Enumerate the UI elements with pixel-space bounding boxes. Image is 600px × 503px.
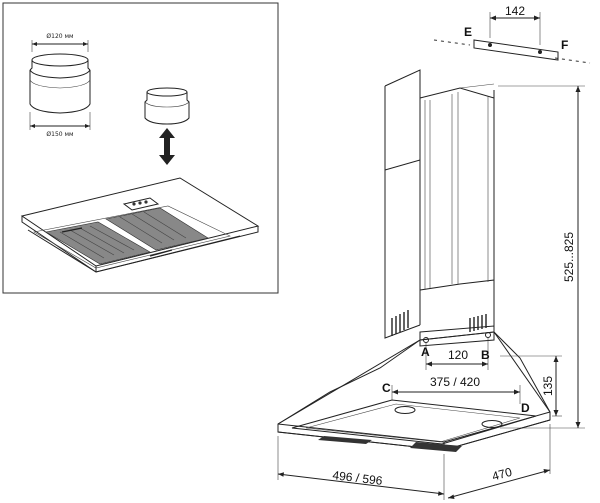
hood-height-dimension [500,355,562,417]
adapter-top-diameter-label: Ø120 мм [46,33,73,40]
point-a-label: A [421,345,430,359]
point-e-label: E [464,25,472,39]
ab-dimension [425,338,489,370]
chimney-inner [384,90,495,291]
wall-bracket [433,12,591,64]
cd-distance-label: 375 / 420 [430,375,480,389]
hood-canopy [277,325,551,452]
adapter-bottom-diameter-label: Ø150 мм [46,131,73,138]
inset-panel: Ø120 мм Ø150 мм [2,2,279,294]
hood-height-label: 135 [541,376,555,396]
hood-collar-drawing [144,87,190,125]
hood-width-dimension [277,436,445,500]
hood-depth-label: 470 [490,465,513,484]
point-c-label: C [382,381,391,395]
duct-adapter-drawing [29,40,91,130]
bracket-width-label: 142 [505,4,525,18]
cd-dimension [391,385,521,404]
chimney-height-label: 525...825 [562,232,576,282]
main-hood-drawing [277,12,591,500]
ab-distance-label: 120 [448,348,468,362]
point-f-label: F [561,38,568,52]
hood-depth-dimension [447,424,551,499]
hood-width-label: 496 / 596 [332,468,384,488]
point-d-label: D [521,401,530,415]
chimney-height-dimension [498,85,585,429]
insert-arrow-icon [159,128,175,165]
chimney-outer [384,69,495,339]
inset-hood-drawing [20,177,260,273]
point-b-label: B [481,348,490,362]
